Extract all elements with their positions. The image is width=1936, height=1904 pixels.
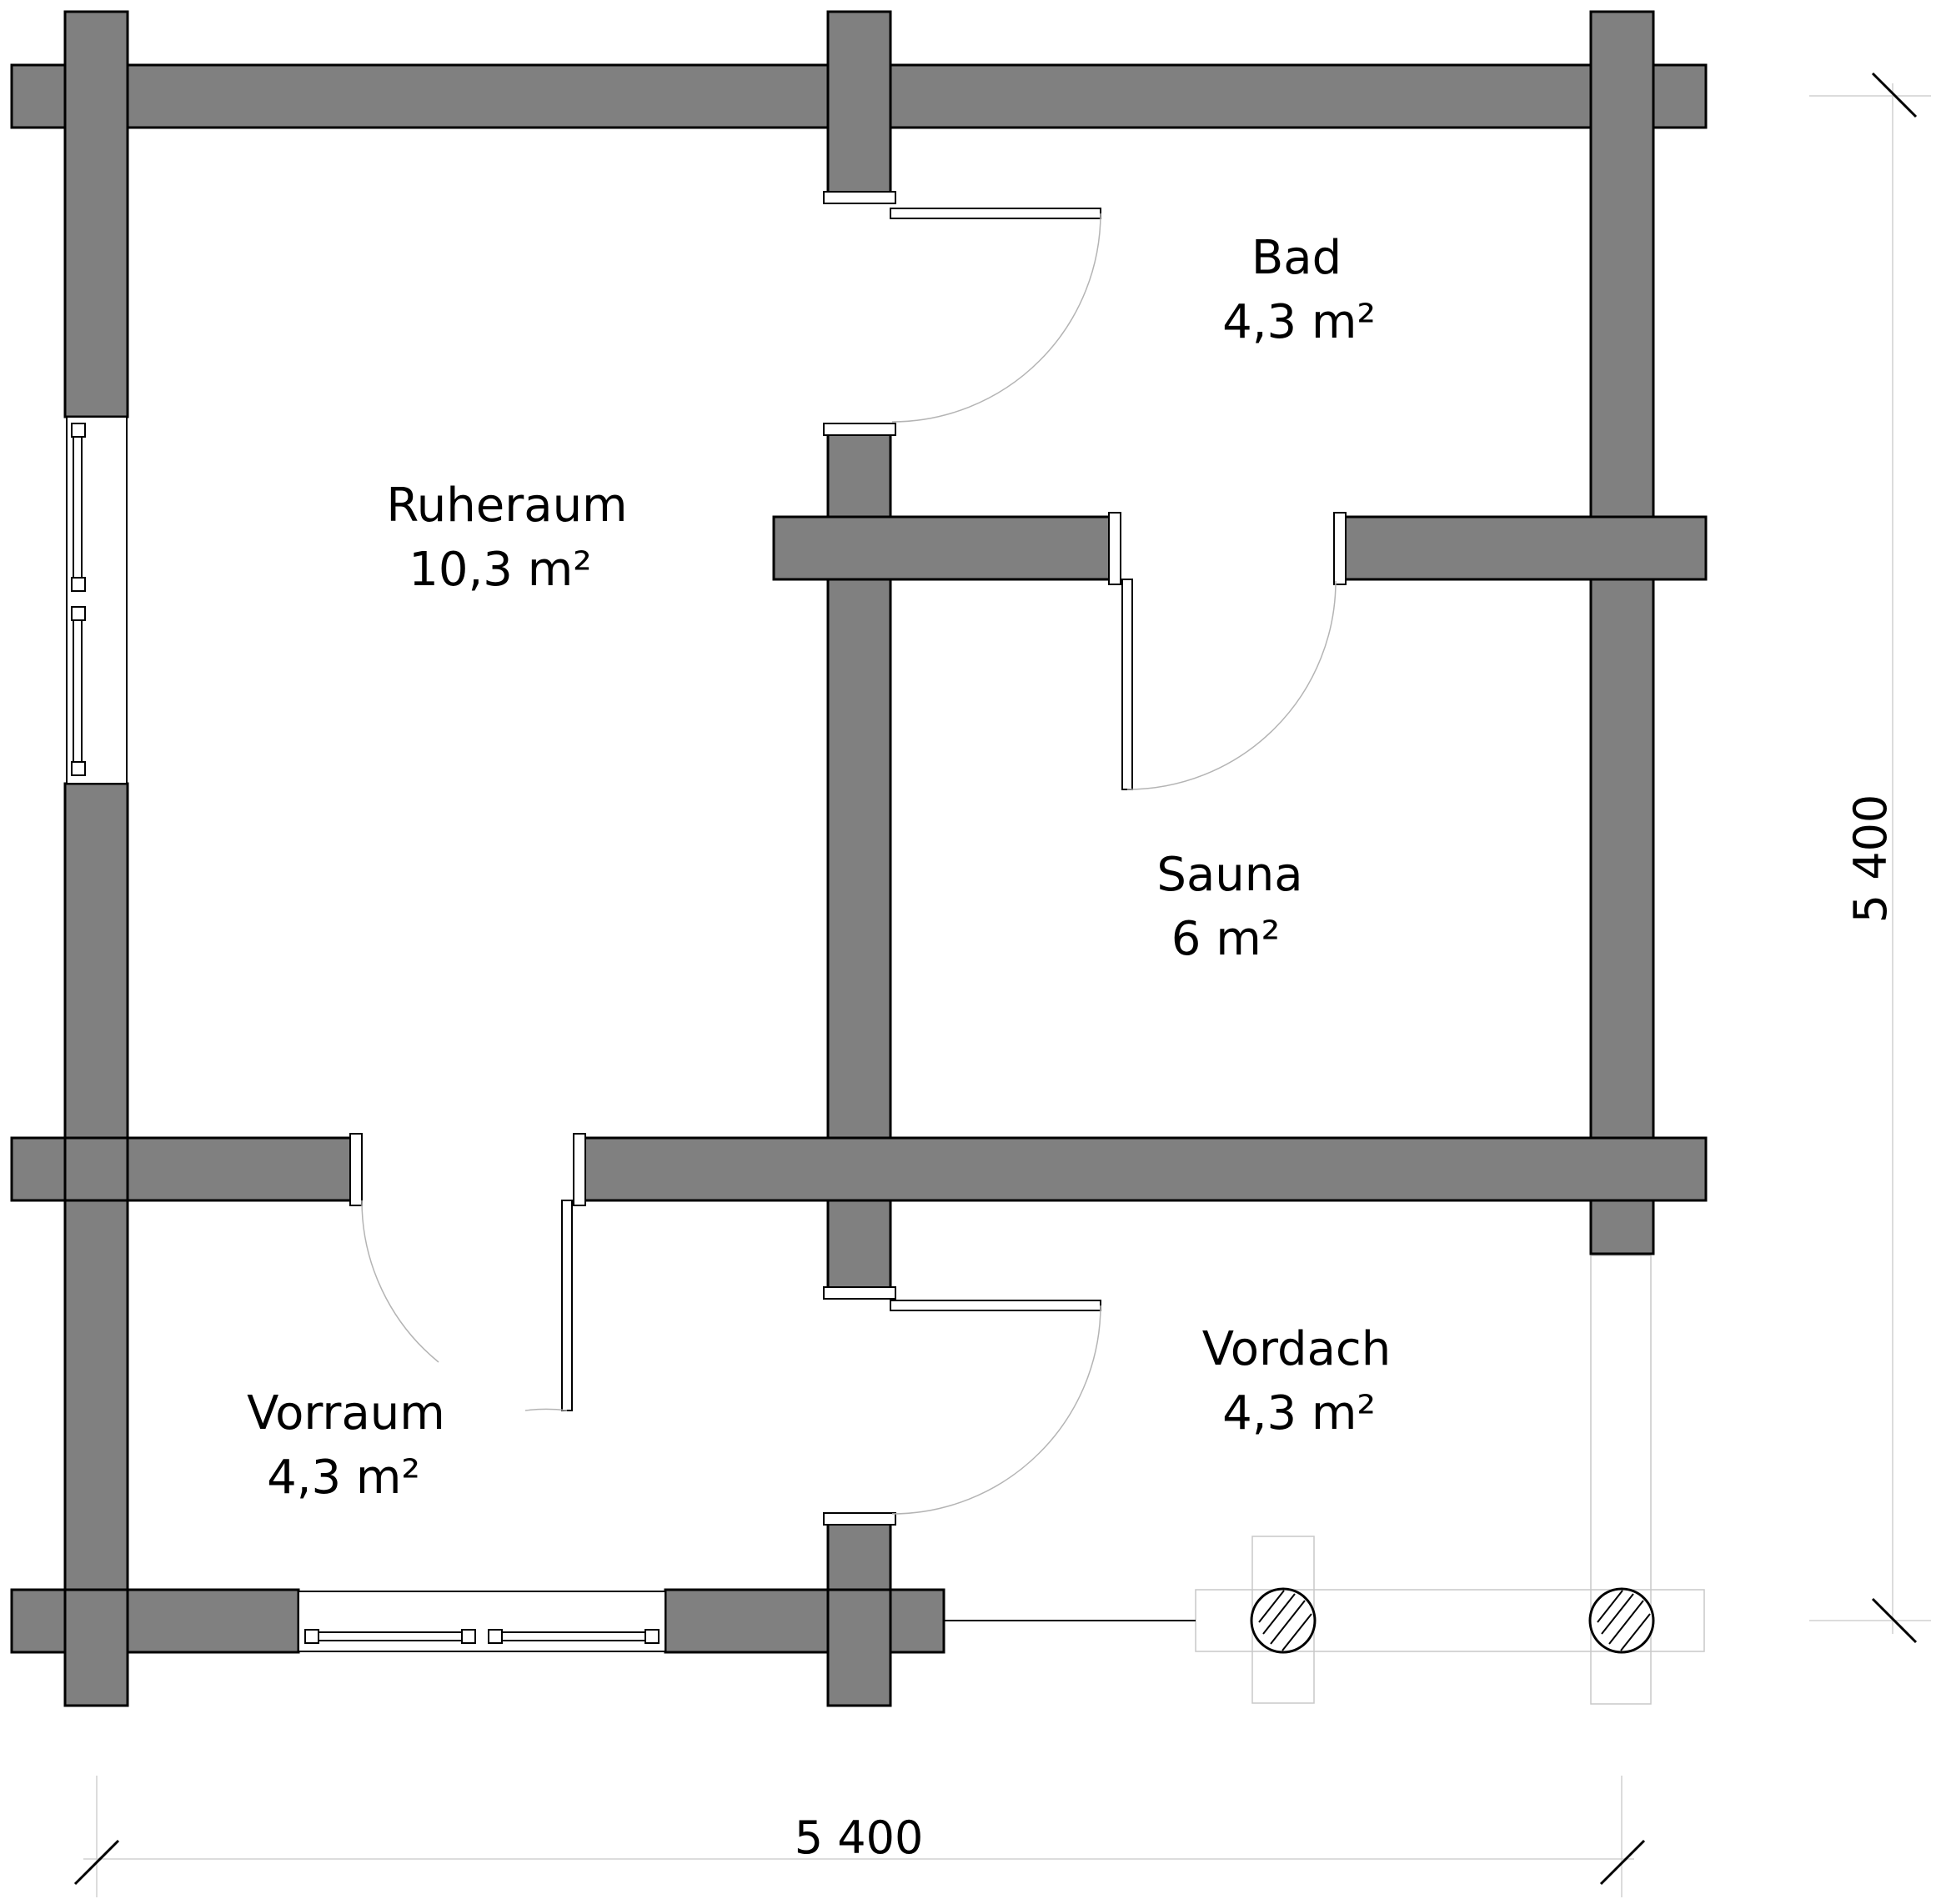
wall-bottom-left [10, 1588, 300, 1654]
room-area: 4,3 m² [1222, 295, 1376, 349]
wall-bottom-right [664, 1588, 945, 1654]
door-bad [823, 191, 1101, 436]
room-label-vorraum: Vorraum 4,3 m² [247, 1386, 445, 1505]
wall-lower-left [10, 1136, 359, 1202]
wall-sauna-left [772, 515, 1117, 581]
door-vorraum [349, 1133, 586, 1411]
wall-right [1589, 10, 1655, 1255]
room-label-ruheraum: Ruheraum 10,3 m² [386, 479, 627, 597]
wall-left-upper [63, 10, 129, 418]
wall-sauna-right [1337, 515, 1708, 581]
room-name: Sauna [1156, 848, 1302, 902]
room-area: 4,3 m² [1222, 1386, 1376, 1441]
room-name: Vorraum [247, 1386, 445, 1441]
room-area: 4,3 m² [267, 1451, 420, 1505]
dimension-width: 5 400 [73, 1776, 1646, 1897]
room-area: 10,3 m² [409, 543, 592, 597]
dimension-width-label: 5 400 [795, 1811, 924, 1864]
porch-post-right [1588, 1587, 1655, 1654]
wall-left-lower [63, 782, 129, 1707]
wall-middle-top [826, 10, 892, 201]
window-bottom [298, 1591, 666, 1652]
room-name: Vordach [1202, 1322, 1391, 1376]
room-name: Bad [1251, 231, 1342, 285]
window-left [66, 416, 128, 784]
room-name: Ruheraum [386, 479, 627, 533]
room-label-vordach: Vordach 4,3 m² [1202, 1322, 1391, 1441]
door-vordach [823, 1286, 1101, 1526]
porch-post-left [1250, 1587, 1317, 1654]
walls [10, 10, 1708, 1707]
dimension-height-label: 5 400 [1844, 794, 1897, 924]
room-label-sauna: Sauna 6 m² [1156, 848, 1302, 966]
room-label-bad: Bad 4,3 m² [1222, 231, 1376, 349]
dimension-height: 5 400 [1809, 72, 1931, 1644]
room-area: 6 m² [1171, 912, 1280, 966]
wall-lower-right [577, 1136, 1708, 1202]
door-sauna [1108, 512, 1347, 790]
